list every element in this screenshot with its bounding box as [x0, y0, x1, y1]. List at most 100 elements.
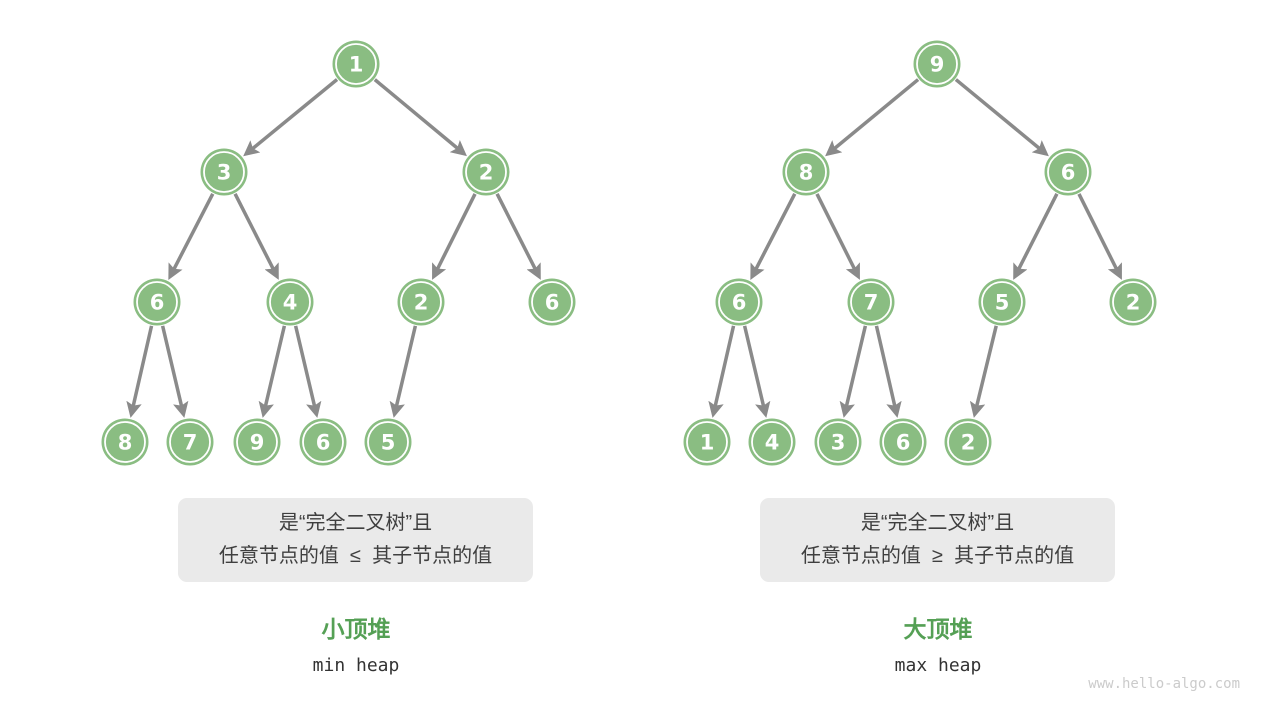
max-heap-edge — [815, 193, 860, 280]
note-line-1: 是“完全二叉树”且 — [278, 512, 433, 534]
node-inner-ring — [104, 421, 146, 463]
node-value: 9 — [930, 52, 945, 76]
max-heap-node: 7 — [847, 278, 895, 326]
node-circle — [332, 40, 380, 88]
node-circle — [364, 418, 412, 466]
max-heap-node: 4 — [748, 418, 796, 466]
node-value: 5 — [381, 430, 396, 454]
node-circle — [879, 418, 927, 466]
node-value: 9 — [250, 430, 265, 454]
watermark: www.hello-algo.com — [1088, 676, 1240, 692]
node-circle — [944, 418, 992, 466]
node-circle — [200, 148, 248, 196]
min-heap-node: 6 — [528, 278, 576, 326]
node-circle — [166, 418, 214, 466]
node-inner-ring — [269, 281, 311, 323]
node-inner-ring — [916, 43, 958, 85]
node-inner-ring — [136, 281, 178, 323]
node-inner-ring — [981, 281, 1023, 323]
node-value: 2 — [1126, 290, 1141, 314]
node-value: 6 — [545, 290, 560, 314]
node-inner-ring — [1047, 151, 1089, 193]
node-inner-ring — [367, 421, 409, 463]
node-value: 5 — [995, 290, 1010, 314]
node-circle — [133, 278, 181, 326]
min-heap-edge — [243, 78, 339, 157]
node-circle — [233, 418, 281, 466]
max-heap-caption-en: max heap — [894, 655, 982, 676]
node-value: 6 — [316, 430, 331, 454]
max-heap-edge — [969, 325, 998, 418]
min-heap-edge — [432, 193, 477, 280]
min-heap-node: 9 — [233, 418, 281, 466]
node-inner-ring — [785, 151, 827, 193]
max-heap-node: 6 — [1044, 148, 1092, 196]
node-circle — [528, 278, 576, 326]
min-heap-node: 2 — [462, 148, 510, 196]
min-heap-edge — [168, 192, 215, 280]
max-heap-edge — [954, 78, 1049, 157]
min-heap-node: 3 — [200, 148, 248, 196]
node-inner-ring — [531, 281, 573, 323]
node-inner-ring — [465, 151, 507, 193]
max-heap-edge — [839, 325, 868, 418]
min-heap-edge — [160, 325, 189, 418]
max-heap-node: 2 — [944, 418, 992, 466]
max-heap-edge — [825, 78, 920, 157]
node-inner-ring — [718, 281, 760, 323]
node-circle — [847, 278, 895, 326]
min-heap-edge — [389, 325, 418, 418]
node-value: 4 — [283, 290, 298, 314]
node-value: 7 — [864, 290, 879, 314]
node-value: 3 — [831, 430, 846, 454]
node-inner-ring — [203, 151, 245, 193]
min-heap-node: 6 — [299, 418, 347, 466]
node-circle — [1044, 148, 1092, 196]
node-circle — [683, 418, 731, 466]
min-heap-node: 6 — [133, 278, 181, 326]
node-value: 8 — [118, 430, 133, 454]
node-value: 6 — [896, 430, 911, 454]
node-inner-ring — [751, 421, 793, 463]
min-heap-caption-en: min heap — [312, 655, 400, 676]
node-circle — [101, 418, 149, 466]
node-circle — [299, 418, 347, 466]
node-inner-ring — [686, 421, 728, 463]
node-inner-ring — [302, 421, 344, 463]
min-heap-caption-zh: 小顶堆 — [321, 616, 391, 642]
min-heap-node: 1 — [332, 40, 380, 88]
node-value: 2 — [961, 430, 976, 454]
node-value: 6 — [732, 290, 747, 314]
node-value: 6 — [150, 290, 165, 314]
min-heap-node: 2 — [397, 278, 445, 326]
min-heap-node: 4 — [266, 278, 314, 326]
node-circle — [814, 418, 862, 466]
node-value: 6 — [1061, 160, 1076, 184]
max-heap-node: 6 — [879, 418, 927, 466]
node-value: 3 — [217, 160, 232, 184]
max-heap-edge — [750, 192, 797, 280]
node-inner-ring — [882, 421, 924, 463]
node-value: 1 — [700, 430, 715, 454]
max-heap-caption-zh: 大顶堆 — [903, 616, 973, 642]
min-heap-edge — [495, 193, 541, 280]
note-line-1: 是“完全二叉树”且 — [860, 512, 1015, 534]
max-heap-node: 9 — [913, 40, 961, 88]
max-heap-node: 3 — [814, 418, 862, 466]
min-heap-note-box: 是“完全二叉树”且 任意节点的值 ≤ 其子节点的值 — [178, 498, 533, 582]
note-line-2: 任意节点的值 ≥ 其子节点的值 — [800, 545, 1075, 567]
max-heap-edge — [1077, 193, 1122, 280]
max-heap-node: 8 — [782, 148, 830, 196]
node-circle — [748, 418, 796, 466]
node-circle — [462, 148, 510, 196]
node-circle — [397, 278, 445, 326]
max-heap-edge — [708, 325, 736, 418]
node-circle — [266, 278, 314, 326]
node-circle — [978, 278, 1026, 326]
min-heap-edge — [233, 193, 279, 280]
node-value: 8 — [799, 160, 814, 184]
min-heap-edge — [373, 78, 467, 157]
